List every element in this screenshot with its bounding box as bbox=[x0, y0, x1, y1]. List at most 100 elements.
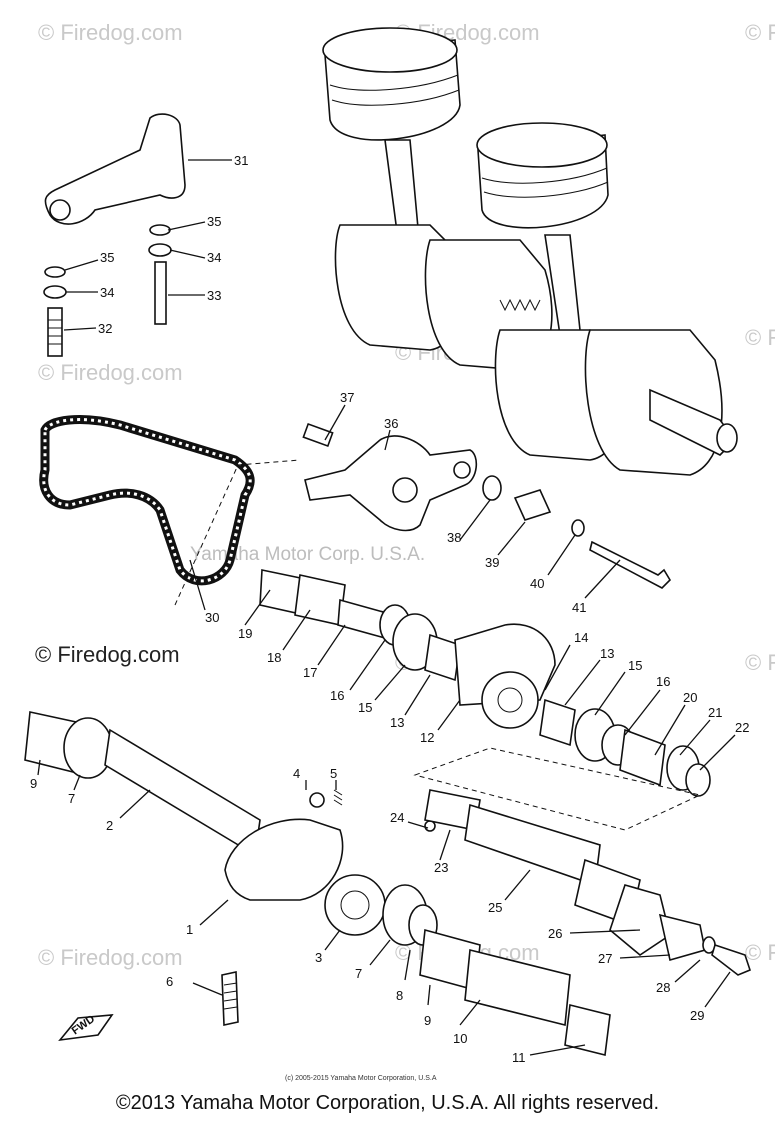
upper-shaft-assembly bbox=[174, 459, 711, 797]
callout-2: 2 bbox=[106, 818, 113, 833]
washer bbox=[44, 266, 66, 278]
callout-8: 8 bbox=[396, 988, 403, 1003]
callout-7: 7 bbox=[355, 966, 362, 981]
shaft-25 bbox=[464, 803, 601, 887]
callout-19: 19 bbox=[238, 626, 252, 641]
callout-1: 1 bbox=[186, 922, 193, 937]
callout-22: 22 bbox=[735, 720, 749, 735]
watermark-prominent: © Firedog.com bbox=[35, 642, 180, 667]
callout-4: 4 bbox=[293, 766, 300, 781]
tensioner-arm bbox=[304, 435, 478, 532]
guide-line bbox=[174, 459, 301, 606]
piston-right-crown bbox=[476, 122, 608, 168]
tensioner-assembly bbox=[302, 422, 672, 589]
watermark: © Firedog.com bbox=[38, 20, 183, 45]
washer-38 bbox=[482, 475, 502, 501]
cam-chain bbox=[39, 415, 255, 586]
plate-27 bbox=[658, 913, 706, 962]
callout-11: 11 bbox=[512, 1050, 526, 1065]
callout-34: 34 bbox=[100, 285, 114, 300]
callout-35: 35 bbox=[100, 250, 114, 265]
bolt-6-thread bbox=[223, 982, 238, 1010]
nut-26 bbox=[609, 884, 671, 956]
diagram-copyright: (c) 2005-2015 Yamaha Motor Corporation, … bbox=[285, 1075, 437, 1082]
callout-9: 9 bbox=[424, 1013, 431, 1028]
callout-23: 23 bbox=[434, 860, 448, 875]
crankshaft-assembly bbox=[322, 27, 738, 476]
fwd-arrow-shape bbox=[58, 1014, 114, 1042]
piston-left-rings bbox=[329, 74, 460, 106]
crank-sprocket-teeth bbox=[499, 298, 541, 312]
shaft-2 bbox=[104, 728, 261, 857]
bolt-6 bbox=[221, 971, 239, 1026]
callout-3: 3 bbox=[315, 950, 322, 965]
chain-links bbox=[42, 418, 252, 583]
right-shaft-assembly bbox=[413, 747, 751, 976]
callout-10: 10 bbox=[453, 1031, 467, 1046]
watermark: © Firedog.com bbox=[38, 360, 183, 385]
bushing-20 bbox=[619, 728, 666, 787]
sprocket-3-hub bbox=[340, 890, 370, 920]
bracket-hole bbox=[49, 199, 71, 221]
callout-15: 15 bbox=[358, 700, 372, 715]
callout-15: 15 bbox=[628, 658, 642, 673]
bearing-18 bbox=[294, 574, 346, 626]
callout-30: 30 bbox=[205, 610, 219, 625]
callout-28: 28 bbox=[656, 980, 670, 995]
lock-washer bbox=[43, 285, 67, 299]
bolt-39 bbox=[513, 489, 552, 521]
callout-26: 26 bbox=[548, 926, 562, 941]
gear-body-1 bbox=[224, 818, 344, 901]
footer-copyright: ©2013 Yamaha Motor Corporation, U.S.A. A… bbox=[115, 1092, 660, 1114]
bolt-thread bbox=[48, 319, 62, 345]
watermark: © Firedog.com bbox=[38, 945, 183, 970]
piston-right-rings bbox=[481, 167, 609, 198]
washer bbox=[149, 224, 171, 236]
pin-4 bbox=[309, 792, 325, 808]
callout-17: 17 bbox=[303, 665, 317, 680]
tensioner-pivot bbox=[392, 477, 418, 503]
bolt-32 bbox=[47, 307, 63, 357]
guide-box bbox=[413, 747, 702, 831]
bracket-assembly bbox=[43, 113, 186, 357]
washer-7 bbox=[63, 717, 113, 779]
bolt-33 bbox=[154, 261, 167, 325]
callout-6: 6 bbox=[166, 974, 173, 989]
bolt-37 bbox=[302, 422, 334, 448]
crank-end bbox=[716, 423, 738, 453]
washer-40 bbox=[571, 519, 585, 537]
watermark: © Firedog.com bbox=[745, 325, 775, 350]
piston-left-crown bbox=[322, 27, 458, 73]
callout-16: 16 bbox=[656, 674, 670, 689]
callout-7: 7 bbox=[68, 791, 75, 806]
bearing-13 bbox=[539, 698, 576, 747]
callout-31: 31 bbox=[234, 153, 248, 168]
sprocket-hub bbox=[497, 687, 523, 713]
lock-washer bbox=[148, 243, 172, 257]
sprocket-3 bbox=[324, 874, 386, 936]
lower-shaft-assembly bbox=[24, 711, 611, 1056]
callout-21: 21 bbox=[708, 705, 722, 720]
tensioner-hole bbox=[453, 461, 471, 479]
watermark: © Firedog.com bbox=[745, 940, 775, 965]
sprocket-14 bbox=[481, 671, 539, 729]
callout-12: 12 bbox=[420, 730, 434, 745]
callout-34: 34 bbox=[207, 250, 221, 265]
bracket-arm bbox=[44, 113, 186, 225]
callout-14: 14 bbox=[574, 630, 588, 645]
ring-11 bbox=[564, 1004, 611, 1056]
callout-13: 13 bbox=[390, 715, 404, 730]
callout-37: 37 bbox=[340, 390, 354, 405]
callout-40: 40 bbox=[530, 576, 544, 591]
fwd-arrow: FWD bbox=[58, 1013, 114, 1042]
ring-22 bbox=[685, 763, 711, 797]
bolt-41 bbox=[589, 540, 672, 589]
callout-39: 39 bbox=[485, 555, 499, 570]
callout-24: 24 bbox=[390, 810, 404, 825]
callout-29: 29 bbox=[690, 1008, 704, 1023]
callout-9: 9 bbox=[30, 776, 37, 791]
bolt-29 bbox=[711, 943, 751, 976]
callout-38: 38 bbox=[447, 530, 461, 545]
